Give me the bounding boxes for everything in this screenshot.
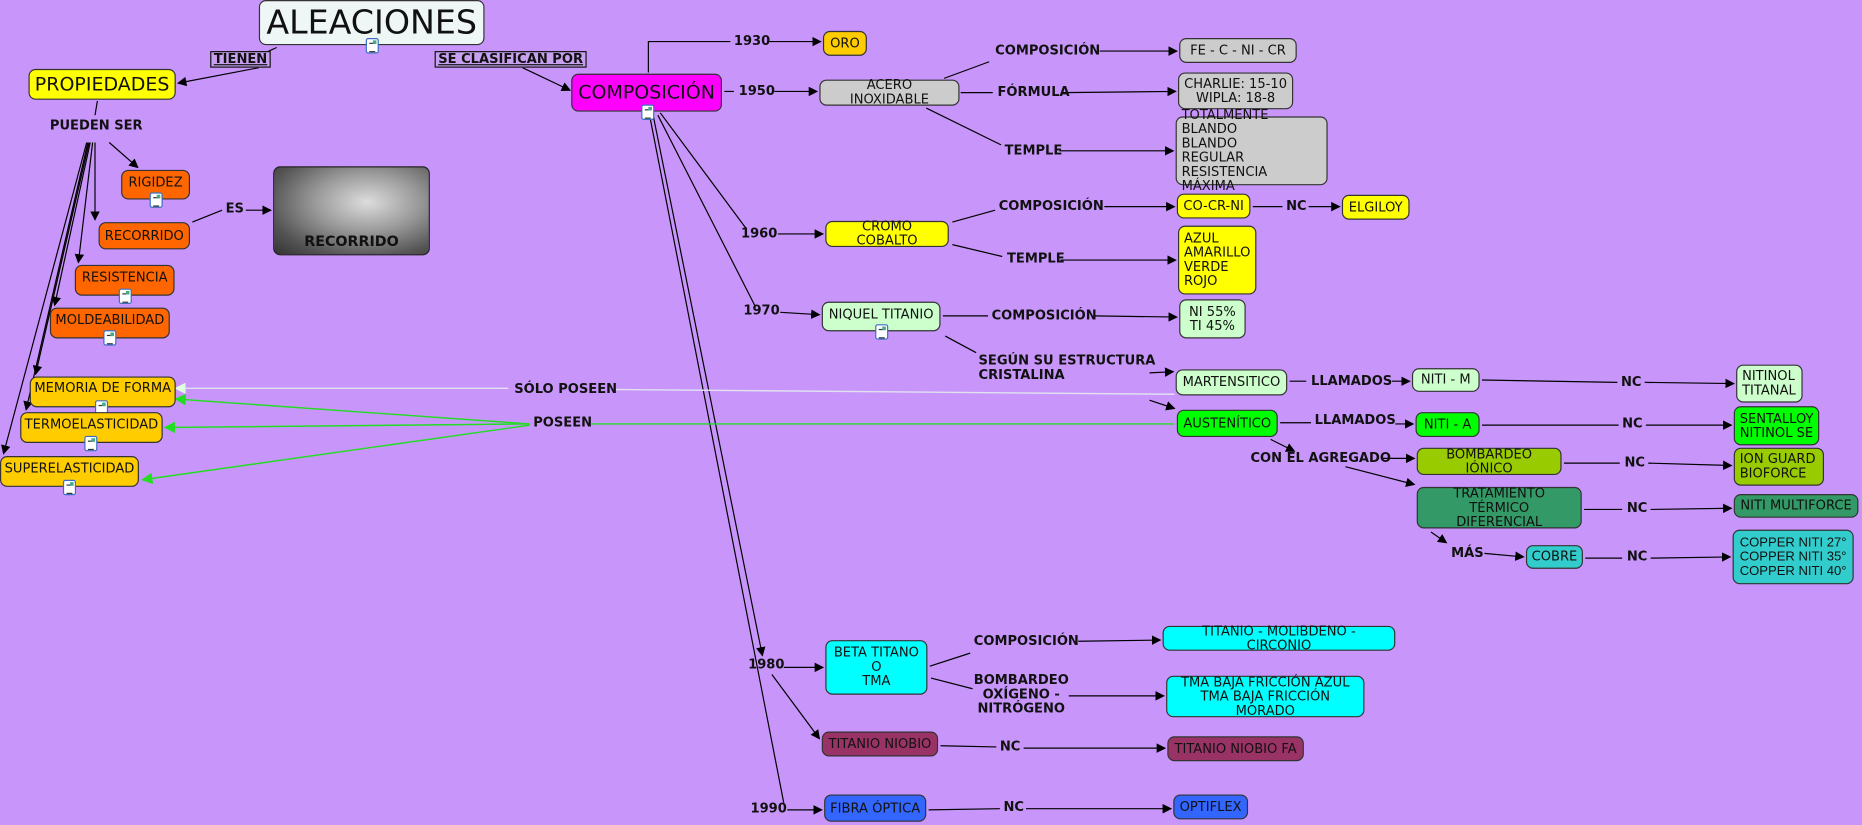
node-acero[interactable]: ACERO INOXIDABLE (819, 78, 960, 106)
node-fibra-optica[interactable]: FIBRA ÓPTICA (824, 794, 927, 822)
link-nc: NC (1626, 499, 1648, 516)
document-icon[interactable] (875, 324, 889, 340)
node-label: COMPOSICIÓN (578, 80, 715, 104)
node-charlie-wipla[interactable]: CHARLIE: 15-10 WIPLA: 18-8 (1178, 72, 1294, 110)
document-icon[interactable] (103, 330, 117, 346)
document-icon[interactable] (84, 435, 98, 452)
node-oro[interactable]: ORO (822, 30, 867, 56)
node-austenitico[interactable]: AUSTENÍTICO (1176, 409, 1278, 437)
link-con-el-agregado: CON EL AGREGADO (1250, 450, 1392, 466)
link-composicion: COMPOSICIÓN (973, 632, 1079, 649)
link-nc: NC (1626, 548, 1648, 565)
link-composicion: COMPOSICIÓN (995, 42, 1101, 59)
node-label: PROPIEDADES (34, 72, 170, 95)
node-titanio-niobio[interactable]: TITANIO NIOBIO (821, 731, 939, 757)
node-optiflex[interactable]: OPTIFLEX (1173, 794, 1249, 820)
link-1970: 1970 (743, 302, 780, 319)
link-mas: MÁS (1451, 545, 1484, 561)
link-1980: 1980 (748, 656, 785, 673)
link-temple: TEMPLE (1004, 142, 1063, 158)
link-1950: 1950 (738, 83, 775, 99)
node-ti-mo-zr[interactable]: TITANIO - MOLIBDENO - CIRCONIO (1162, 623, 1396, 652)
node-temple-acero[interactable]: TOTALMENTE BLANDO BLANDO REGULAR RESISTE… (1175, 107, 1328, 193)
node-ion-guard[interactable]: ION GUARD BIOFORCE (1733, 447, 1824, 486)
link-pueden-ser: PUEDEN SER (49, 117, 143, 133)
document-icon[interactable] (149, 192, 163, 208)
node-sentalloy[interactable]: SENTALLOY NITINOL SE (1733, 406, 1820, 446)
node-martensitico[interactable]: MARTENSITICO (1175, 369, 1288, 396)
link-solo-poseen: SÓLO POSEEN (514, 381, 618, 397)
node-propiedades[interactable]: PROPIEDADES (28, 68, 176, 100)
image-caption: RECORRIDO (304, 232, 399, 250)
node-ni-ti-percent[interactable]: NI 55% TI 45% (1179, 299, 1246, 339)
link-segun-estructura: SEGÚN SU ESTRUCTURA CRISTALINA (978, 352, 1156, 383)
link-bombardeo-oxigeno: BOMBARDEO OXÍGENO - NITRÓGENO (973, 672, 1069, 717)
recorrido-image[interactable]: RECORRIDO (273, 166, 430, 256)
node-cromo-cobalto[interactable]: CROMO COBALTO (825, 219, 949, 248)
node-tma-baja-friccion[interactable]: TMA BAJA FRICCIÓN AZUL TMA BAJA FRICCIÓN… (1166, 675, 1365, 718)
node-co-cr-ni[interactable]: CO-CR-NI (1176, 193, 1251, 219)
link-llamados: LLAMADOS (1314, 412, 1396, 428)
link-nc: NC (1620, 374, 1642, 390)
link-1960: 1960 (741, 225, 778, 242)
link-1990: 1990 (750, 800, 787, 816)
node-niti-m[interactable]: NITI - M (1411, 368, 1480, 392)
link-temple: TEMPLE (1007, 250, 1065, 266)
node-fe-c-ni-cr[interactable]: FE - C - NI - CR (1179, 38, 1297, 63)
node-tratamiento-termico[interactable]: TRATAMIENTO TÉRMICO DIFERENCIAL (1416, 486, 1582, 529)
node-nitinol-titanal[interactable]: NITINOL TITANAL (1736, 364, 1803, 403)
link-nc: NC (1622, 415, 1643, 432)
node-beta-titano[interactable]: BETA TITANO O TMA (825, 640, 928, 695)
link-nc: NC (1624, 454, 1646, 471)
link-composicion: COMPOSICIÓN (991, 307, 1097, 323)
node-titanio-niobio-fa[interactable]: TITANIO NIOBIO FA (1167, 736, 1304, 762)
node-temple-cromo[interactable]: AZUL AMARILLO VERDE ROJO (1178, 225, 1257, 295)
document-icon[interactable] (118, 288, 132, 304)
link-nc: NC (999, 738, 1021, 755)
node-cobre[interactable]: COBRE (1525, 545, 1583, 569)
document-icon[interactable] (62, 479, 76, 496)
document-icon[interactable] (641, 104, 655, 120)
node-copper-niti[interactable]: COPPER NITI 27° COPPER NITI 35° COPPER N… (1732, 529, 1854, 585)
node-elgiloy[interactable]: ELGILOY (1341, 194, 1410, 220)
node-recorrido[interactable]: RECORRIDO (98, 222, 190, 250)
link-1930: 1930 (733, 33, 771, 49)
link-tienen: TIENEN (210, 51, 271, 68)
link-nc: NC (1286, 198, 1307, 214)
link-llamados: LLAMADOS (1311, 372, 1393, 389)
node-aleaciones[interactable]: ALEACIONES (258, 0, 485, 46)
link-nc: NC (1003, 799, 1024, 815)
node-label: ALEACIONES (266, 2, 478, 42)
link-formula: FÓRMULA (997, 84, 1070, 100)
node-niti-a[interactable]: NITI - A (1415, 412, 1480, 437)
node-niti-multiforce[interactable]: NITI MULTIFORCE (1733, 494, 1859, 518)
node-bombardeo-ionico[interactable]: BOMBARDEO IÓNICO (1416, 447, 1562, 475)
link-se-clasifican-por: SE CLASIFICAN POR (434, 51, 587, 68)
document-icon[interactable] (365, 38, 379, 54)
link-es: ES (225, 200, 244, 217)
link-poseen: POSEEN (533, 414, 593, 430)
link-composicion: COMPOSICIÓN (998, 198, 1104, 214)
